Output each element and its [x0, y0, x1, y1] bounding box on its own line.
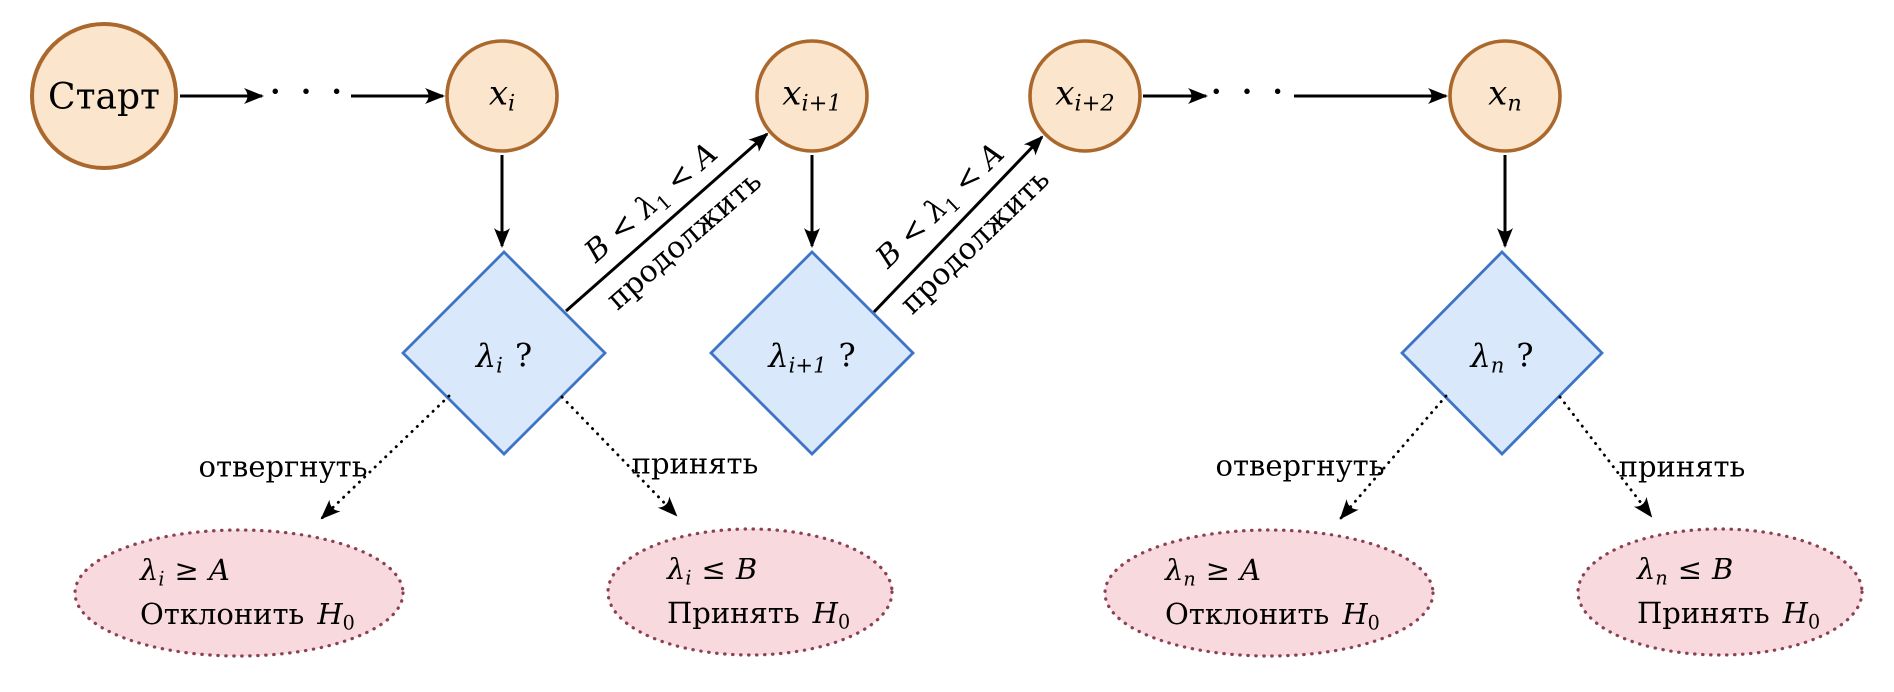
chain-ellipsis-right: · · · — [1209, 66, 1287, 116]
edge-continue-i — [565, 132, 769, 313]
outcome-condition: λn≥A — [1165, 553, 1261, 591]
accept-branch-n-label: принять — [1618, 449, 1746, 484]
outcome-condition: λi≤B — [667, 552, 758, 590]
outcome-reject-i-shape — [73, 528, 405, 658]
edge-reject-i — [320, 394, 451, 520]
node-x-i1-label: xi+1 — [782, 73, 842, 117]
accept-branch-i-label: принять — [631, 446, 759, 481]
node-x-i2-label: xi+2 — [1055, 73, 1115, 117]
outcome-accept-n-shape — [1576, 527, 1864, 657]
decision-lambda-n-shape — [1400, 250, 1604, 456]
reject-branch-n-label: отвергнуть — [1215, 448, 1385, 483]
reject-branch-i-label: отвергнуть — [198, 449, 368, 484]
outcome-reject-n-shape — [1103, 528, 1435, 658]
decision-lambda-i-label: λi? — [475, 336, 533, 378]
outcome-accept-i-shape — [606, 527, 894, 657]
node-x-n-label: xn — [1488, 73, 1522, 117]
node-x-n-shape — [1448, 39, 1562, 153]
edge-reject-n — [1339, 394, 1448, 520]
decision-lambda-i1-label: λi+1? — [768, 336, 856, 378]
edge-continue-i1 — [872, 135, 1044, 314]
chain-ellipsis-left: · · · — [268, 66, 346, 116]
node-x-i2-shape — [1028, 39, 1142, 153]
decision-lambda-i1-shape — [709, 250, 915, 456]
edge-accept-n — [1558, 395, 1653, 518]
node-x-i-label: xi — [488, 73, 516, 117]
start-node-shape — [30, 22, 178, 170]
outcome-condition: λn≤B — [1637, 552, 1734, 590]
start-node-label: Старт — [48, 76, 160, 118]
outcome-condition: λi≥A — [140, 553, 230, 591]
decision-lambda-i-shape — [401, 250, 607, 456]
decision-lambda-n-label: λn? — [1470, 336, 1534, 378]
node-x-i1-shape — [755, 39, 869, 153]
node-x-i-shape — [445, 39, 559, 153]
